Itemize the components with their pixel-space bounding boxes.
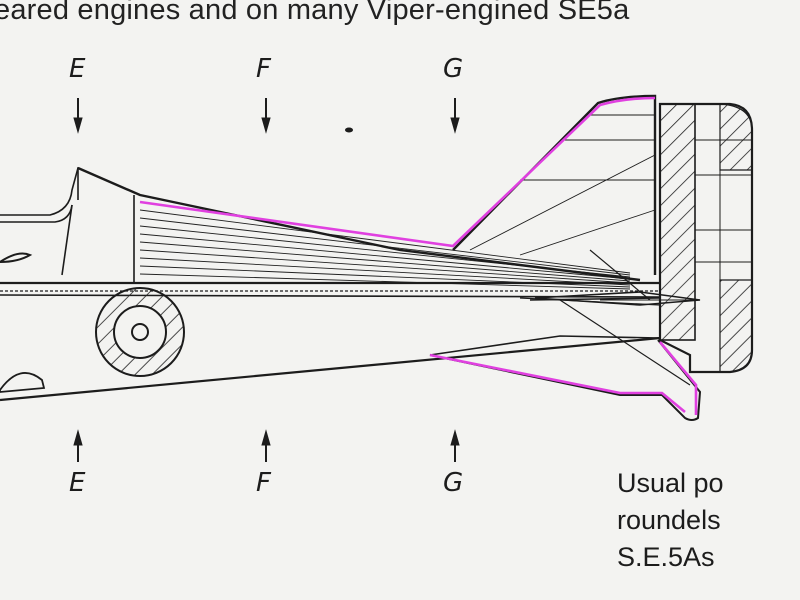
header-caption: eared engines and on many Viper-engined … (0, 0, 630, 26)
section-arrows-bottom (73, 429, 460, 462)
section-label-f-top: F (256, 54, 271, 84)
section-label-g-top: G (443, 54, 464, 84)
tail-bump (0, 372, 46, 393)
access-wheel (95, 287, 185, 377)
cockpit-structure (0, 166, 141, 282)
note-line-1: Usual po (617, 468, 724, 498)
ink-spot (345, 127, 353, 133)
tailplane (534, 249, 701, 386)
note-line-3: S.E.5As (617, 542, 715, 572)
rudder (658, 102, 754, 374)
section-arrows-top (73, 98, 460, 134)
highlight-outline (139, 96, 698, 415)
note-line-2: roundels (617, 505, 721, 535)
section-label-e-bottom: E (69, 468, 86, 498)
section-label-f-bottom: F (256, 468, 271, 498)
tailskid (429, 339, 702, 421)
top-decking (139, 209, 631, 290)
tail-fin (452, 94, 657, 275)
section-label-g-bottom: G (443, 468, 464, 498)
section-label-e-top: E (69, 54, 86, 84)
